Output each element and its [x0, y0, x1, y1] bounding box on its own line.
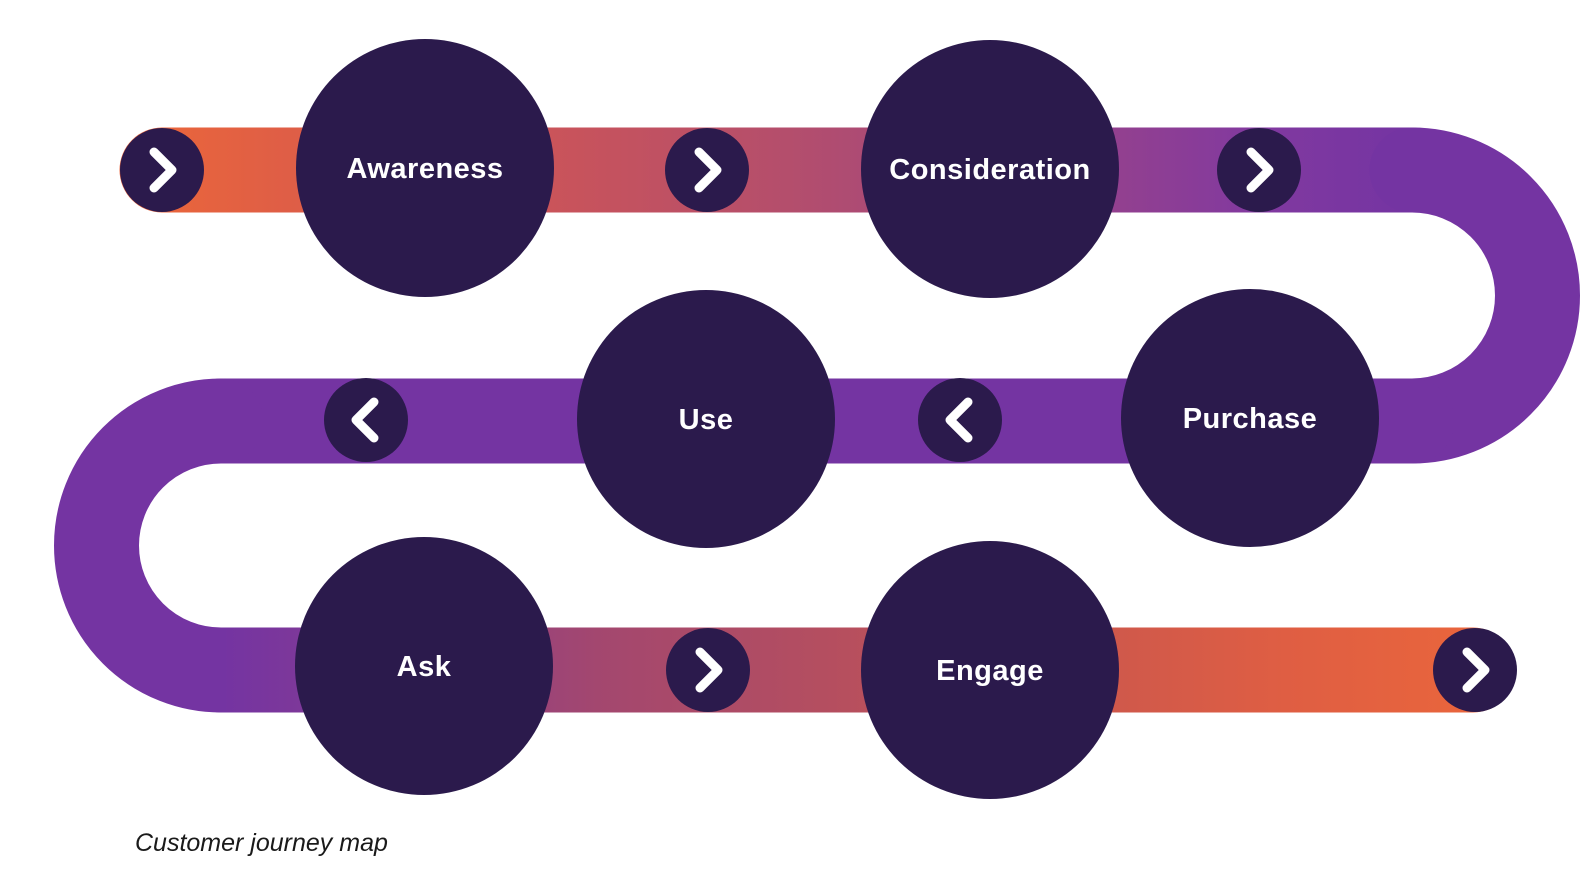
stage-node-use: Use	[577, 290, 835, 548]
stage-node-purchase: Purchase	[1121, 289, 1379, 547]
stage-node-consideration: Consideration	[861, 40, 1119, 298]
chevron-left-icon	[945, 397, 973, 443]
stage-circle	[577, 290, 835, 548]
journey-path-left-turn	[54, 378, 264, 713]
chevron-right-icon	[1246, 147, 1274, 193]
arrow-circle	[1433, 628, 1517, 712]
stage-circle	[861, 541, 1119, 799]
chevron-right-icon	[1462, 647, 1490, 693]
journey-path-right-turn	[1369, 127, 1580, 464]
stage-circle	[1121, 289, 1379, 547]
stage-label-consideration: Consideration	[889, 154, 1090, 186]
arrow-circle	[324, 378, 408, 462]
stage-circle	[295, 537, 553, 795]
arrow-circle	[120, 128, 204, 212]
stage-label-purchase: Purchase	[1183, 403, 1318, 435]
stage-label-ask: Ask	[397, 651, 452, 683]
arrow-marker-start	[120, 128, 204, 212]
stage-node-engage: Engage	[861, 541, 1119, 799]
arrow-marker-bottom-mid	[666, 628, 750, 712]
diagram-caption: Customer journey map	[135, 829, 388, 857]
stage-circle	[861, 40, 1119, 298]
arrow-marker-end	[1433, 628, 1517, 712]
arrow-marker-middle-right	[918, 378, 1002, 462]
arrow-circle	[1217, 128, 1301, 212]
stage-label-use: Use	[679, 404, 734, 436]
stage-node-awareness: Awareness	[296, 39, 554, 297]
chevron-right-icon	[149, 147, 177, 193]
chevron-right-icon	[695, 647, 723, 693]
arrow-marker-top-right	[1217, 128, 1301, 212]
stage-circle	[296, 39, 554, 297]
arrow-circle	[666, 628, 750, 712]
stage-node-ask: Ask	[295, 537, 553, 795]
arrow-circle	[918, 378, 1002, 462]
arrow-circle	[665, 128, 749, 212]
chevron-right-icon	[694, 147, 722, 193]
stage-label-awareness: Awareness	[346, 153, 503, 185]
arrow-marker-middle-left	[324, 378, 408, 462]
chevron-left-icon	[351, 397, 379, 443]
arrow-marker-top-mid	[665, 128, 749, 212]
stage-label-engage: Engage	[936, 655, 1044, 687]
